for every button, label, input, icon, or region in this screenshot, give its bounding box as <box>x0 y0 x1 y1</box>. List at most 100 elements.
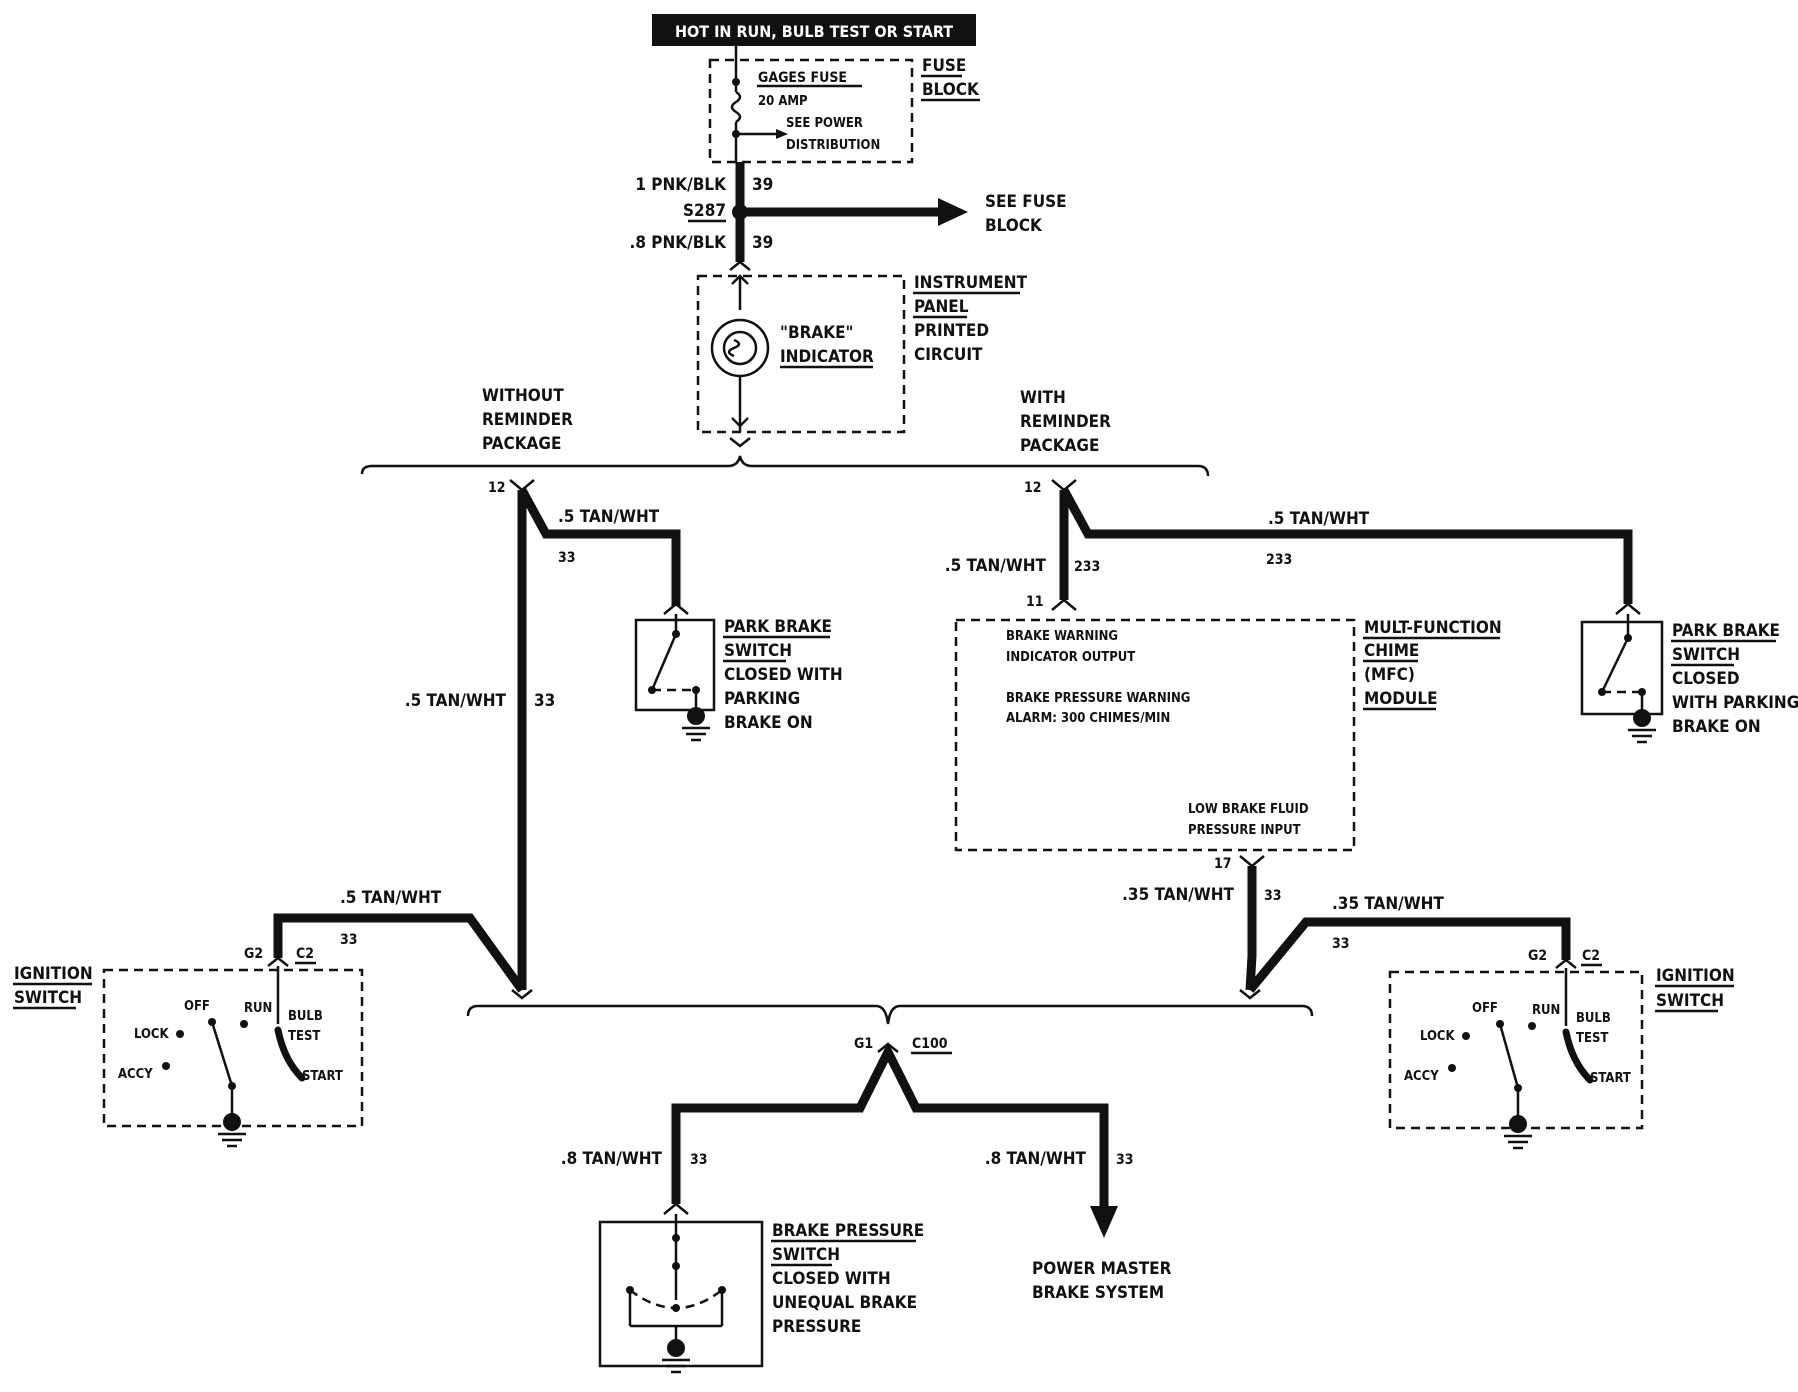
park-right-5: BRAKE ON <box>1672 717 1761 737</box>
ign-right-label-1: IGNITION <box>1656 966 1735 986</box>
without-branch-circuit: 33 <box>558 550 576 566</box>
park-right-3: CLOSED <box>1672 669 1740 689</box>
indicator-label-2: INDICATOR <box>780 347 874 367</box>
c100-conn: C100 <box>912 1036 948 1052</box>
brake-bulb-icon <box>710 318 770 378</box>
ign-left-bulb: BULB <box>288 1009 323 1024</box>
without-branch-wire: .5 TAN/WHT <box>558 507 660 527</box>
ign-right-test: TEST <box>1576 1031 1608 1046</box>
fuse-block: GAGES FUSE 20 AMP SEE POWER DISTRIBUTION… <box>708 46 980 164</box>
option-brace: WITHOUT REMINDER PACKAGE WITH REMINDER P… <box>360 386 1210 477</box>
with-pin: 12 <box>1024 480 1042 496</box>
without-pkg-2: REMINDER <box>482 410 573 430</box>
lower-circuit-label: 39 <box>752 233 773 253</box>
park-right-2: SWITCH <box>1672 645 1740 665</box>
mfc-label-4: MODULE <box>1364 689 1438 709</box>
without-vert-circuit: 33 <box>534 691 555 711</box>
upper-circuit-label: 39 <box>752 175 773 195</box>
bps-label-2: SWITCH <box>772 1245 840 1265</box>
bps-label-3: CLOSED WITH <box>772 1269 891 1289</box>
with-pkg-2: REMINDER <box>1020 412 1111 432</box>
brake-pressure-switch: BRAKE PRESSURE SWITCH CLOSED WITH UNEQUA… <box>598 1214 924 1374</box>
indicator-label-1: "BRAKE" <box>780 323 854 343</box>
ign-right-accy: ACCY <box>1404 1069 1439 1084</box>
without-pin: 12 <box>488 480 506 496</box>
bps-label-4: UNEQUAL BRAKE <box>772 1293 917 1313</box>
ign-right-wire: .35 TAN/WHT <box>1332 894 1444 914</box>
mfc-out-circuit: 33 <box>1264 888 1282 904</box>
power-master-arrow-icon <box>1090 1206 1118 1238</box>
c100-left-circuit: 33 <box>690 1152 708 1168</box>
power-master-2: BRAKE SYSTEM <box>1032 1283 1164 1303</box>
see-fuse-block-2: BLOCK <box>985 216 1043 236</box>
park-right-1: PARK BRAKE <box>1672 621 1780 641</box>
without-reminder-branch: 12 .5 TAN/WHT 33 .5 TAN/WHT 33 <box>405 479 689 990</box>
fuse-block-label-1: FUSE <box>922 56 966 76</box>
ign-left-label-1: IGNITION <box>14 964 93 984</box>
c100-left-wire: .8 TAN/WHT <box>561 1149 663 1169</box>
ip-label-1: INSTRUMENT <box>914 273 1028 293</box>
park-brake-switch-left: PARK BRAKE SWITCH CLOSED WITH PARKING BR… <box>634 614 843 742</box>
instrument-panel: "BRAKE" INDICATOR INSTRUMENT PANEL PRINT… <box>696 273 1028 448</box>
with-left-wire: .5 TAN/WHT <box>945 556 1047 576</box>
fuse-block-label-2: BLOCK <box>922 80 980 100</box>
ign-left-circuit: 33 <box>340 932 358 948</box>
ign-left-conn: C2 <box>296 946 314 962</box>
feed-circuit: 1 PNK/BLK 39 S287 .8 PNK/BLK 39 SEE FUSE… <box>630 162 1067 271</box>
with-left-circuit: 233 <box>1074 559 1100 575</box>
ign-right-start: START <box>1590 1071 1631 1086</box>
park-left-1: PARK BRAKE <box>724 617 832 637</box>
mfc-label-3: (MFC) <box>1364 665 1415 685</box>
fuse-arrow-icon <box>776 129 788 139</box>
ign-right-circuit: 33 <box>1332 936 1350 952</box>
park-left-5: BRAKE ON <box>724 713 813 733</box>
mfc-text-1: BRAKE WARNING <box>1006 629 1118 644</box>
ign-left-pin: G2 <box>244 946 263 962</box>
mfc-pin-out: 17 <box>1214 856 1232 872</box>
splice-name: S287 <box>683 201 726 221</box>
mfc-module: BRAKE WARNING INDICATOR OUTPUT BRAKE PRE… <box>954 618 1502 852</box>
power-master-1: POWER MASTER <box>1032 1259 1172 1279</box>
fuse-name: GAGES FUSE <box>758 70 847 86</box>
ign-left-lock: LOCK <box>134 1027 170 1042</box>
c100-right-wire: .8 TAN/WHT <box>985 1149 1087 1169</box>
fuse-rating: 20 AMP <box>758 94 808 109</box>
ignition-switch-right: .35 TAN/WHT 33 G2 C2 OFF RUN LOCK ACCY B… <box>1332 894 1735 1150</box>
ip-label-4: CIRCUIT <box>914 345 983 365</box>
without-vert-wire: .5 TAN/WHT <box>405 691 507 711</box>
with-pkg-1: WITH <box>1020 388 1066 408</box>
with-reminder-branch: 12 11 .5 TAN/WHT 233 .5 TAN/WHT 233 <box>945 479 1641 615</box>
lower-wire-label: .8 PNK/BLK <box>630 233 728 253</box>
see-fuse-arrow-icon <box>938 198 968 226</box>
park-left-3: CLOSED WITH <box>724 665 843 685</box>
ign-left-test: TEST <box>288 1029 320 1044</box>
ign-right-bulb: BULB <box>1576 1011 1611 1026</box>
mfc-text-3: BRAKE PRESSURE WARNING <box>1006 691 1190 706</box>
ign-right-conn: C2 <box>1582 948 1600 964</box>
ip-label-3: PRINTED <box>914 321 989 341</box>
mfc-pin-in: 11 <box>1026 594 1044 610</box>
ign-right-pin: G2 <box>1528 948 1547 964</box>
park-left-2: SWITCH <box>724 641 792 661</box>
park-brake-switch-right: PARK BRAKE SWITCH CLOSED WITH PARKING BR… <box>1580 614 1798 744</box>
ign-left-label-2: SWITCH <box>14 988 82 1008</box>
ign-right-lock: LOCK <box>1420 1029 1456 1044</box>
mfc-output-circuit: 17 .35 TAN/WHT 33 <box>1122 855 1571 993</box>
ign-right-label-2: SWITCH <box>1656 991 1724 1011</box>
park-right-4: WITH PARKING <box>1672 693 1798 713</box>
upper-wire-label: 1 PNK/BLK <box>635 175 727 195</box>
bps-label-5: PRESSURE <box>772 1317 861 1337</box>
mfc-label-1: MULT-FUNCTION <box>1364 618 1502 638</box>
c100-pin: G1 <box>854 1036 873 1052</box>
ign-left-accy: ACCY <box>118 1067 153 1082</box>
without-pkg-1: WITHOUT <box>482 386 564 406</box>
c100-junction: G1 C100 .8 TAN/WHT 33 .8 TAN/WHT 33 POWE… <box>466 989 1314 1303</box>
see-fuse-block-1: SEE FUSE <box>985 192 1067 212</box>
mfc-label-2: CHIME <box>1364 641 1419 661</box>
mfc-text-6: PRESSURE INPUT <box>1188 823 1301 838</box>
fuse-note-2: DISTRIBUTION <box>786 138 880 153</box>
ign-left-run: RUN <box>244 1001 272 1016</box>
fuse-note-1: SEE POWER <box>786 116 863 131</box>
header-banner-text: HOT IN RUN, BULB TEST OR START <box>675 22 953 41</box>
